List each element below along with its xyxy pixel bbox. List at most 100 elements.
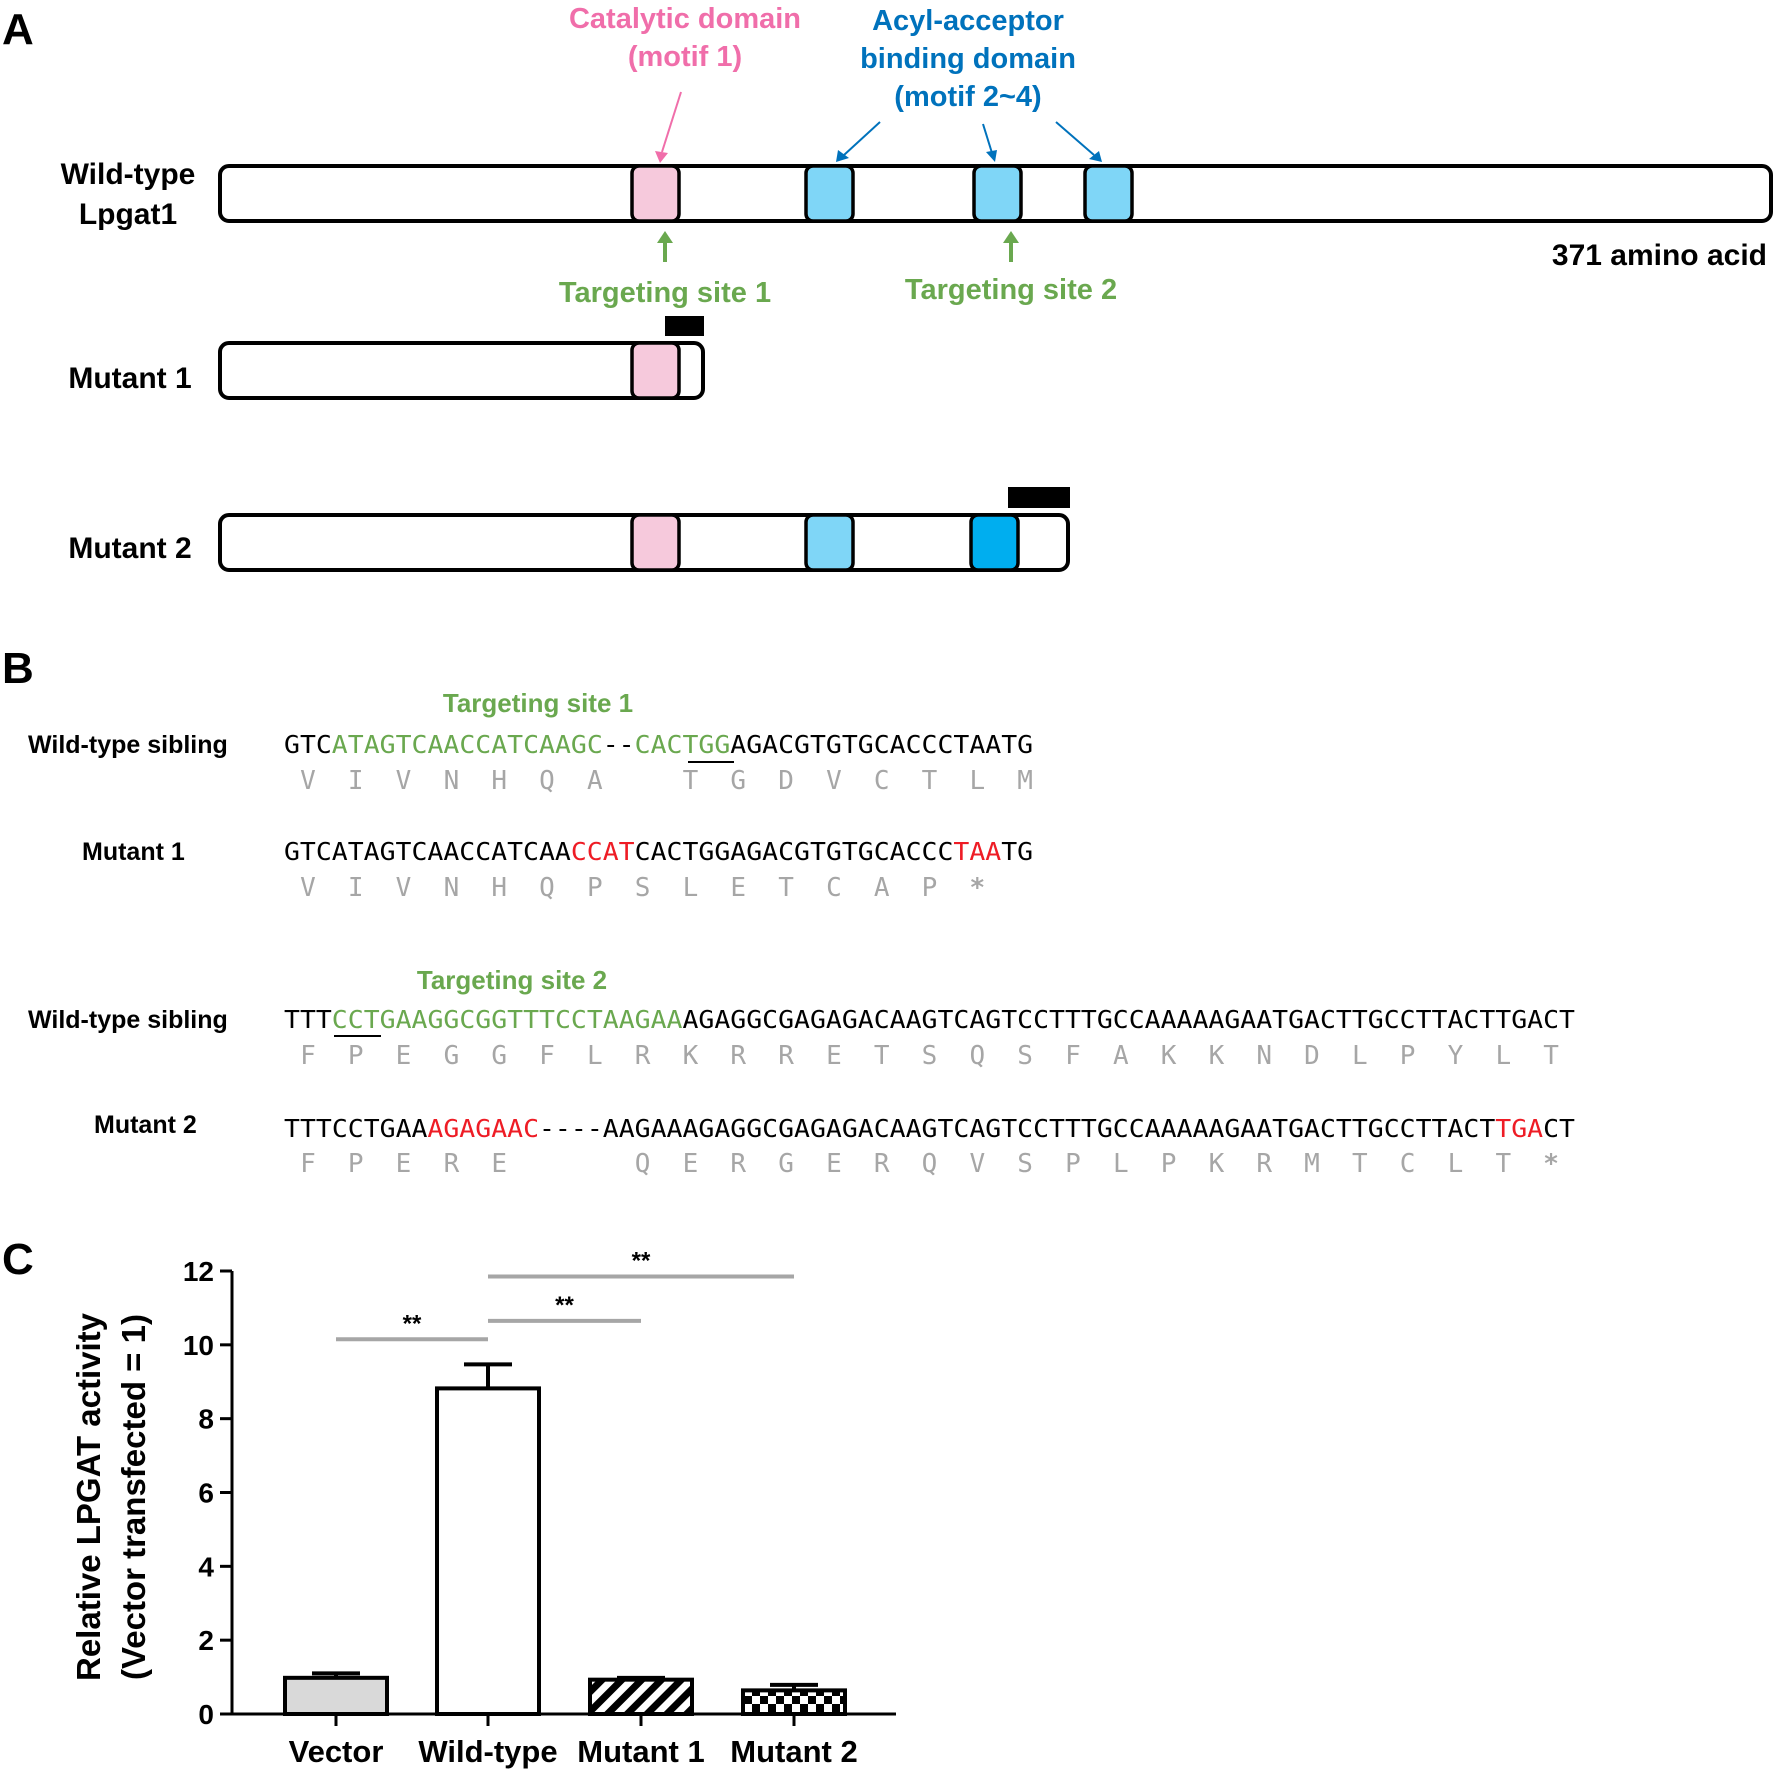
seq-segment: AGAGAAC (427, 1114, 539, 1143)
amino-acid: L (683, 873, 699, 903)
seq-segment: TTT (284, 1005, 332, 1034)
y-tick-label: 0 (198, 1699, 214, 1730)
amino-acid: A (874, 873, 890, 903)
y-tick-label: 2 (198, 1625, 214, 1656)
amino-acid: T (1352, 1149, 1368, 1179)
y-axis-label: Relative LPGAT activity (70, 1312, 107, 1681)
bar-vector (283, 1675, 389, 1716)
amino-acid: K (1209, 1041, 1225, 1071)
amino-acid: H (491, 873, 507, 903)
catalytic-motif-label: (motif 1) (628, 41, 742, 73)
targeting-site-2-label: Targeting site 2 (905, 274, 1117, 306)
amino-acid: H (491, 766, 507, 796)
amino-acid: D (778, 766, 794, 796)
amino-acid: R (1256, 1149, 1272, 1179)
amino-acid: R (444, 1149, 460, 1179)
y-tick-label: 4 (198, 1551, 214, 1582)
amino-acid: * (969, 873, 985, 903)
amino-acid: K (1161, 1041, 1177, 1071)
amino-acid: T (1543, 1041, 1559, 1071)
amino-acid: N (444, 873, 460, 903)
amino-acid: I (348, 766, 364, 796)
amino-acid: G (444, 1041, 460, 1071)
amino-acid: R (778, 1041, 794, 1071)
bar-wild-type (435, 1386, 541, 1717)
amino-acid: S (635, 873, 651, 903)
amino-acid: T (922, 766, 938, 796)
x-category-label: Wild-type (418, 1734, 557, 1769)
site-1-title: Targeting site 1 (443, 688, 633, 718)
panel-a-label: A (2, 5, 34, 54)
seq-segment: AGACGTGTGCACCCTAATG (730, 730, 1033, 759)
mutant-1-seq-label: Mutant 1 (82, 838, 185, 866)
mutant-2-acyl-motif-2 (804, 513, 855, 572)
amino-acid: F (300, 1041, 316, 1071)
lpgat1-label: Lpgat1 (79, 198, 177, 231)
seq-segment: TAA (953, 837, 1001, 866)
amino-acid: V (300, 766, 316, 796)
amino-acid: P (348, 1041, 364, 1071)
amino-acid: P (1400, 1041, 1416, 1071)
amino-acid: L (969, 766, 985, 796)
wt-sibling-2-label: Wild-type sibling (28, 1006, 228, 1034)
mutant-1-frameshift-bar (665, 316, 704, 336)
acyl-motif-3 (972, 164, 1023, 223)
mutant-2-acyl-motif-3 (969, 513, 1020, 572)
amino-acid: S (1017, 1041, 1033, 1071)
mutant-1-label: Mutant 1 (68, 362, 191, 395)
mutant-1-catalytic-motif (630, 341, 681, 400)
amino-acid: L (1113, 1149, 1129, 1179)
targeting-site-2-arrow (1003, 231, 1019, 262)
amino-acid: V (396, 873, 412, 903)
amino-acid: T (683, 766, 699, 796)
seq-segment: TG (1001, 837, 1033, 866)
amino-acid: C (826, 873, 842, 903)
seq-segment: CT (1543, 1114, 1575, 1143)
amino-acid: I (348, 873, 364, 903)
binding-domain-label: binding domain (860, 43, 1076, 75)
seq-segment: ATAGTCAACCATCAAGC (332, 730, 603, 759)
amino-acid: P (1065, 1149, 1081, 1179)
amino-acid: T (778, 873, 794, 903)
protein-length-label: 371 amino acid (1552, 239, 1767, 272)
amino-acid: V (300, 873, 316, 903)
x-category-label: Mutant 1 (577, 1734, 704, 1769)
amino-acid: S (1017, 1149, 1033, 1179)
wt-sibling-1-label: Wild-type sibling (28, 731, 228, 759)
amino-acid: * (1543, 1149, 1559, 1179)
y-tick-label: 6 (198, 1478, 214, 1509)
amino-acid: N (444, 766, 460, 796)
amino-acid: V (396, 766, 412, 796)
amino-acid: E (826, 1041, 842, 1071)
seq-segment: TGA (1495, 1114, 1543, 1143)
seq-segment: GTC (284, 730, 332, 759)
amino-acid: E (683, 1149, 699, 1179)
amino-acid: E (730, 873, 746, 903)
amino-acid: R (730, 1149, 746, 1179)
amino-acid: R (874, 1149, 890, 1179)
panel-b-label: B (2, 644, 34, 693)
mutant-1-protein-bar (218, 341, 705, 400)
seq-segment: CCAT (571, 837, 635, 866)
acyl-pointer-arrows (836, 121, 1102, 162)
y-tick-label: 10 (183, 1330, 214, 1361)
amino-acid: K (683, 1041, 699, 1071)
amino-acid: P (587, 873, 603, 903)
seq-segment: AAGAAAGAGGCGAGAGACAAGTCAGTCCTTTGCCAAAAAG… (603, 1114, 1496, 1143)
amino-acid: A (587, 766, 603, 796)
amino-acid: P (1161, 1149, 1177, 1179)
amino-acid: G (730, 766, 746, 796)
catalytic-motif-1 (630, 164, 681, 223)
amino-acid: P (348, 1149, 364, 1179)
amino-acid: C (1400, 1149, 1416, 1179)
acyl-acceptor-label: Acyl-acceptor (872, 5, 1064, 37)
amino-acid: V (826, 766, 842, 796)
amino-acid: R (730, 1041, 746, 1071)
catalytic-domain-label: Catalytic domain (569, 3, 801, 35)
mutant-2-catalytic-motif (630, 513, 681, 572)
significance-label: ** (555, 1292, 574, 1319)
